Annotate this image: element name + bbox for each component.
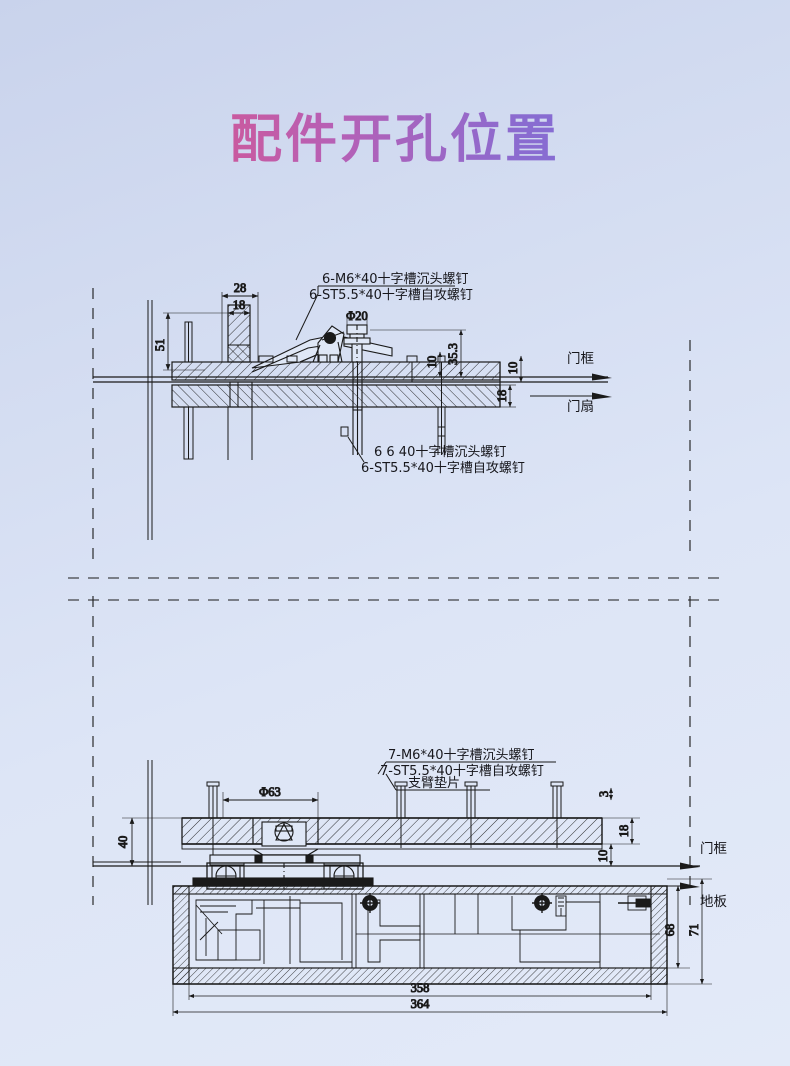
callout-upper-line1: 6-M6*40十字槽沉头螺钉 xyxy=(322,272,469,287)
page-title: 配件开孔位置 xyxy=(0,111,790,169)
dim-label-364: 364 xyxy=(411,997,431,1011)
lower-callout-leader xyxy=(340,426,446,463)
dim-label-40: 40 xyxy=(116,836,130,849)
dim-51 xyxy=(163,312,228,371)
label-door-leaf-upper: 门扇 xyxy=(567,399,594,415)
dim-label-phi63: Φ63 xyxy=(259,785,281,799)
dim-71 xyxy=(667,878,712,985)
reference-dashed-lines xyxy=(68,288,722,905)
upper-section-view: 28 18 51 xyxy=(93,281,612,540)
shaft-assembly xyxy=(343,324,371,455)
dim-label-leaf-18: 18 xyxy=(495,390,509,403)
cover-plate xyxy=(181,817,603,850)
label-floor: 地板 xyxy=(700,894,728,910)
dim-label-3: 3 xyxy=(597,791,611,797)
dim-28 xyxy=(221,292,259,362)
callout-gasket: 支臂垫片 xyxy=(408,775,460,791)
lower-section-view: Φ63 40 3 18 xyxy=(93,760,712,1016)
dim-364 xyxy=(172,984,668,1016)
dim-leaf-18 xyxy=(500,384,516,408)
dim-18 xyxy=(227,308,251,320)
lower-screws xyxy=(206,781,564,855)
upper-lower-screws xyxy=(227,407,253,460)
dim-label-10-lower: 10 xyxy=(596,850,610,863)
dim-35-3 xyxy=(370,329,500,378)
frame-leaf-leaders xyxy=(530,373,612,400)
text-callouts: 6-M6*40十字槽沉头螺钉 6-ST5.5*40十字槽自攻螺钉 6 6 40十… xyxy=(309,272,728,910)
dim-label-18-lower: 18 xyxy=(617,825,631,838)
dim-358 xyxy=(188,984,652,1000)
dim-18-lower xyxy=(602,817,640,845)
dim-label-10-upper: 10 xyxy=(425,356,439,369)
dim-phi20 xyxy=(346,318,368,326)
lower-rail-body xyxy=(171,384,501,408)
box-top-bracket xyxy=(192,877,374,887)
lower-callout-leaders xyxy=(377,761,556,791)
dim-phi63 xyxy=(222,792,319,818)
dim-label-68: 68 xyxy=(663,924,677,937)
upper-left-screws xyxy=(183,321,194,460)
callout-upper-line2: 6-ST5.5*40十字槽自攻螺钉 xyxy=(309,288,473,303)
label-door-frame-lower: 门框 xyxy=(700,841,727,857)
lower-frame-floor-leaders xyxy=(620,862,700,890)
label-door-frame-upper: 门框 xyxy=(567,351,594,367)
dim-label-phi20: Φ20 xyxy=(346,309,368,323)
dim-40 xyxy=(122,817,208,867)
upper-callout-leader xyxy=(295,285,455,341)
dim-label-71: 71 xyxy=(687,924,701,937)
dim-label-18: 18 xyxy=(233,298,246,312)
dim-label-51: 51 xyxy=(153,339,167,352)
lower-vertical-guides xyxy=(147,760,153,905)
dim-label-358: 358 xyxy=(411,981,430,995)
callout-upper2-line2: 6-ST5.5*40十字槽自攻螺钉 xyxy=(361,461,525,476)
floor-box xyxy=(172,885,668,985)
dim-label-35-3: 35.3 xyxy=(446,343,460,365)
dim-label-frame-gap: 10 xyxy=(506,362,520,375)
dim-label-28: 28 xyxy=(234,281,247,295)
callout-lower-line2: 7-ST5.5*40十字槽自攻螺钉 xyxy=(380,764,544,779)
upper-vertical-guides xyxy=(147,300,153,540)
callout-lower-line1: 7-M6*40十字槽沉头螺钉 xyxy=(388,748,535,763)
callout-upper2-line1: 6 6 40十字槽沉头螺钉 xyxy=(374,445,506,460)
